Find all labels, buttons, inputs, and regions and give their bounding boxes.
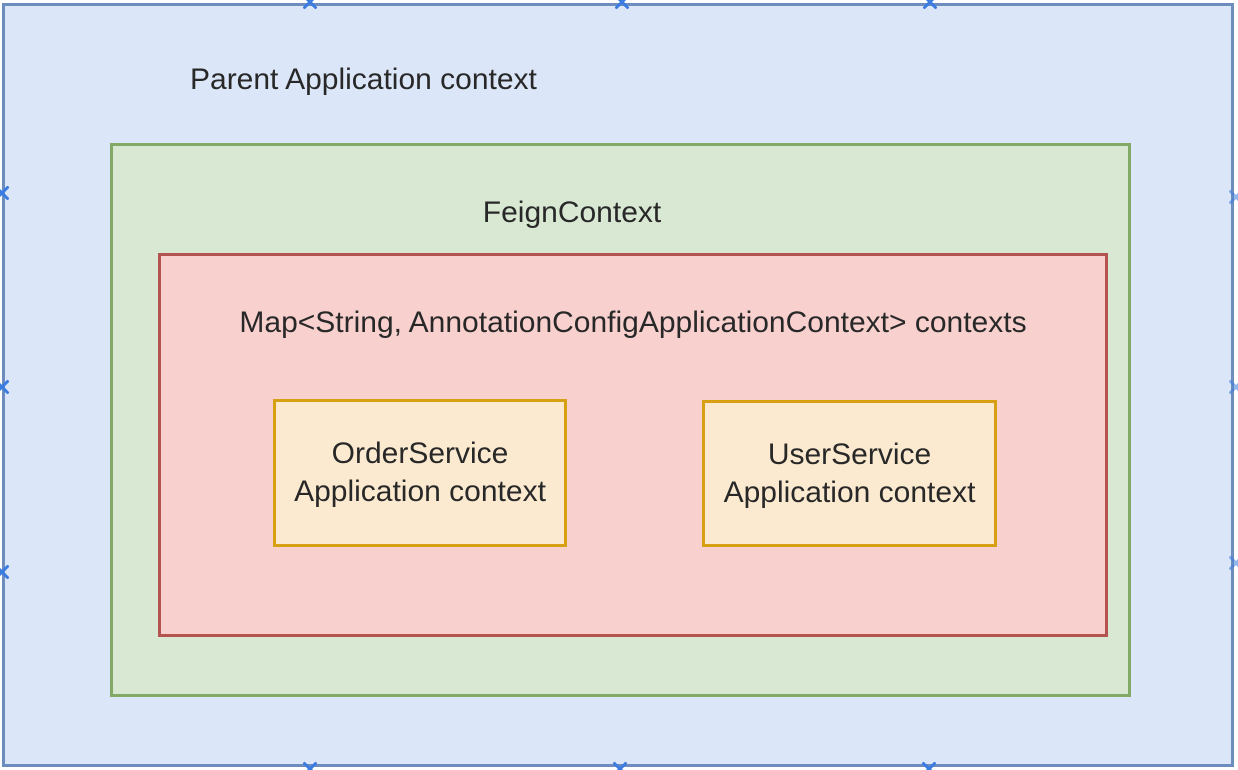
connection-point-icon[interactable]: [615, 0, 630, 10]
connection-point-icon[interactable]: [1229, 190, 1238, 205]
connection-point-icon[interactable]: [303, 762, 318, 770]
contexts-map-label: Map<String, AnnotationConfigApplicationC…: [239, 306, 1027, 339]
connection-point-icon[interactable]: [0, 565, 10, 580]
parent-application-context-label: Parent Application context: [190, 63, 537, 96]
feigncontext-box[interactable]: FeignContext Map<String, AnnotationConfi…: [110, 143, 1131, 697]
parent-application-context-box[interactable]: Parent Application context FeignContext …: [2, 3, 1234, 767]
orderservice-label-line1: OrderService: [331, 437, 509, 470]
connection-point-icon[interactable]: [613, 762, 628, 770]
orderservice-label-line2: Application context: [294, 475, 546, 508]
connection-point-icon[interactable]: [0, 186, 10, 201]
orderservice-context-box[interactable]: OrderService Application context: [273, 399, 567, 547]
feigncontext-label: FeignContext: [482, 196, 662, 229]
connection-point-icon[interactable]: [0, 380, 10, 395]
connection-point-icon[interactable]: [303, 0, 318, 10]
contexts-map-box[interactable]: Map<String, AnnotationConfigApplicationC…: [158, 253, 1108, 637]
connection-point-icon[interactable]: [923, 0, 938, 10]
connection-point-icon[interactable]: [1229, 380, 1238, 395]
userservice-context-box[interactable]: UserService Application context: [702, 400, 997, 547]
userservice-label-line2: Application context: [723, 475, 976, 509]
userservice-label-line1: UserService: [767, 437, 932, 471]
connection-point-icon[interactable]: [922, 762, 937, 770]
connection-point-icon[interactable]: [1229, 556, 1238, 571]
